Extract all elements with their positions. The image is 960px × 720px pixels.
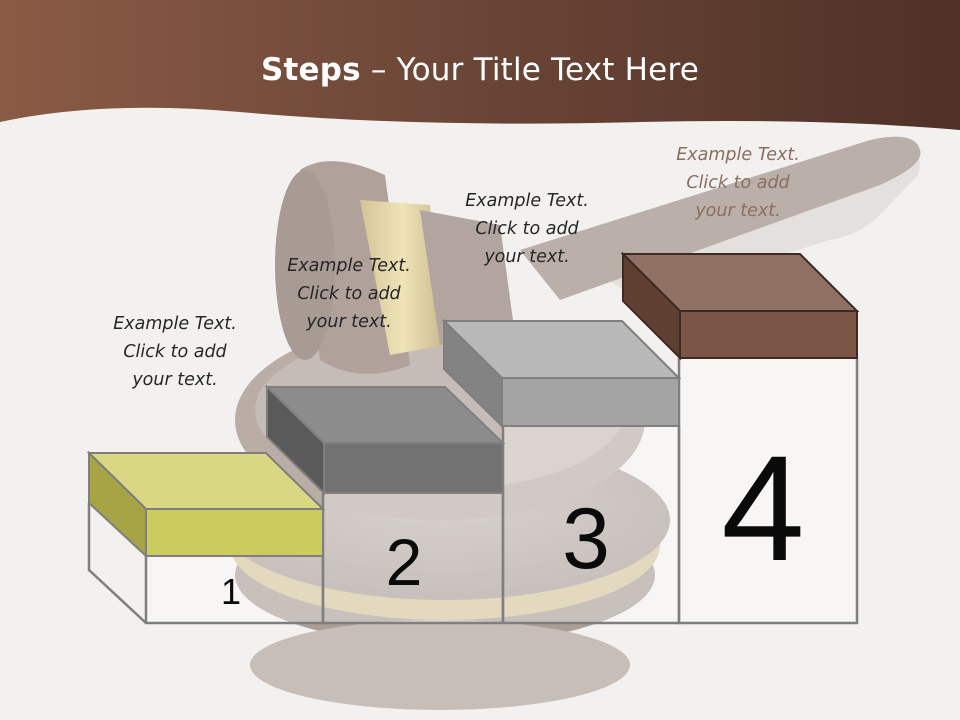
caption-line: your text. xyxy=(132,370,218,390)
step-4-number: 4 xyxy=(721,424,804,592)
step-3-number: 3 xyxy=(562,491,610,587)
step-1-caption[interactable]: Example Text. Click to add your text. xyxy=(75,310,275,394)
slide-title[interactable]: Steps – Your Title Text Here xyxy=(0,52,960,88)
caption-line: Click to add xyxy=(686,173,790,193)
gavel-icon xyxy=(220,136,921,710)
step-1-block[interactable] xyxy=(86,450,326,559)
caption-line: Click to add xyxy=(475,219,579,239)
step-1-number: 1 xyxy=(221,571,241,612)
header-band xyxy=(0,0,960,130)
step-2-number: 2 xyxy=(386,525,423,599)
caption-line: Example Text. xyxy=(113,314,237,334)
caption-line: Click to add xyxy=(123,342,227,362)
caption-line: your text. xyxy=(306,312,392,332)
step-3-caption[interactable]: Example Text. Click to add your text. xyxy=(427,187,627,271)
caption-line: Example Text. xyxy=(287,256,411,276)
caption-line: Click to add xyxy=(297,284,401,304)
title-bold: Steps xyxy=(260,52,361,88)
caption-line: Example Text. xyxy=(465,191,589,211)
title-rest: – Your Title Text Here xyxy=(360,52,699,88)
step-4-caption[interactable]: Example Text. Click to add your text. xyxy=(638,141,838,225)
caption-line: your text. xyxy=(484,247,570,267)
step-4-box xyxy=(677,358,859,625)
step-2-block[interactable] xyxy=(264,384,506,496)
caption-line: Example Text. xyxy=(676,145,800,165)
step-4-block[interactable] xyxy=(620,251,860,361)
step-3-block[interactable] xyxy=(441,318,682,429)
step-2-caption[interactable]: Example Text. Click to add your text. xyxy=(249,252,449,336)
step-1-box-side xyxy=(87,503,147,624)
caption-line: your text. xyxy=(695,201,781,221)
